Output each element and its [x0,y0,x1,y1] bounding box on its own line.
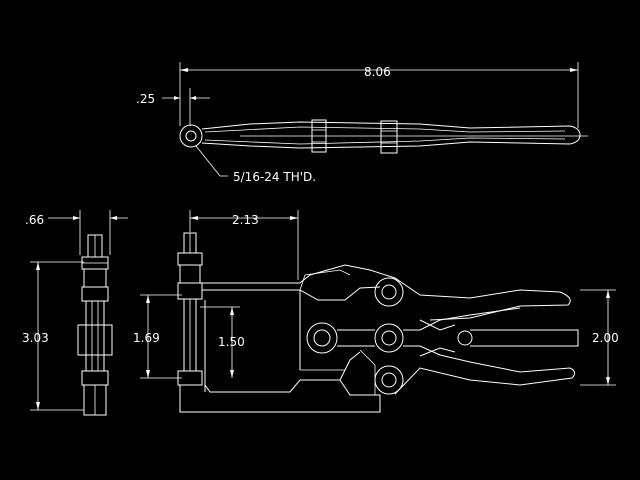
dim-rod-to-pivot: 2.13 [232,213,259,227]
top-view [162,62,588,177]
dim-end-width: .66 [25,213,44,227]
dim-stroke: 1.69 [133,331,160,345]
end-view [30,210,128,416]
dim-overall-length: 8.06 [364,65,391,79]
dim-base-height: 1.50 [218,335,245,349]
thread-note: 5/16-24 TH'D. [233,170,316,184]
dim-total-height: 3.03 [22,331,49,345]
side-view [140,210,616,413]
dim-jaw-opening: 2.00 [592,331,619,345]
dim-eye-offset: .25 [136,92,155,106]
